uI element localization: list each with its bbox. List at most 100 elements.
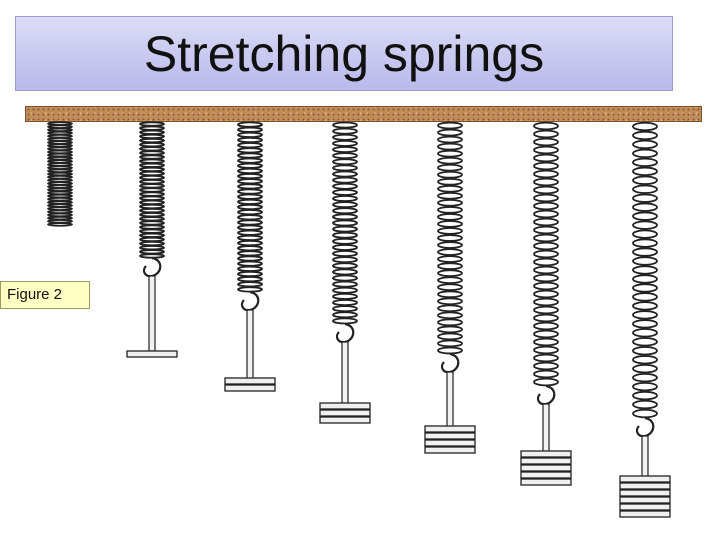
weight-disc bbox=[126, 350, 178, 358]
spring-coil bbox=[47, 130, 73, 136]
spring-coil bbox=[237, 188, 263, 195]
spring-coil bbox=[237, 239, 263, 247]
spring-coil bbox=[437, 220, 463, 228]
spring-coil bbox=[139, 220, 165, 226]
spring-coil bbox=[437, 290, 463, 299]
spring-coil bbox=[237, 250, 263, 257]
spring-coil bbox=[437, 276, 463, 285]
spring-coil bbox=[533, 345, 559, 355]
spring-coil bbox=[139, 216, 165, 222]
spring-coil bbox=[332, 311, 358, 319]
spring-coil bbox=[237, 281, 263, 288]
spring-coil bbox=[632, 256, 658, 266]
spring-coil bbox=[437, 304, 463, 313]
weight-disc bbox=[224, 377, 276, 385]
spring-coil bbox=[332, 201, 358, 209]
weight-disc bbox=[619, 475, 671, 483]
spring-coil bbox=[237, 157, 263, 164]
spring-coil bbox=[237, 203, 263, 211]
spring-coil bbox=[533, 321, 559, 331]
weight-disc bbox=[619, 489, 671, 497]
spring-coil bbox=[139, 224, 165, 230]
weight-disc bbox=[619, 510, 671, 518]
spring-coil bbox=[237, 193, 263, 200]
spring-coil bbox=[437, 135, 463, 144]
spring-coil bbox=[237, 255, 263, 262]
spring-coil bbox=[139, 179, 165, 185]
spring-coil bbox=[237, 183, 263, 190]
spring-coil bbox=[533, 177, 559, 187]
spring-coil bbox=[332, 152, 358, 160]
spring-1 bbox=[47, 121, 73, 227]
weight-disc bbox=[319, 402, 371, 410]
spring-coil bbox=[139, 137, 165, 144]
spring-coil bbox=[139, 249, 165, 255]
spring-coil bbox=[533, 121, 559, 131]
spring-coil bbox=[139, 129, 165, 135]
spring-5 bbox=[424, 121, 476, 454]
spring-coil bbox=[533, 193, 559, 203]
spring-coil bbox=[47, 171, 73, 177]
spring-coil bbox=[332, 280, 358, 288]
spring-coil bbox=[332, 195, 358, 202]
spring-coil bbox=[437, 311, 463, 320]
spring-coil bbox=[632, 157, 658, 168]
spring-coil bbox=[632, 399, 658, 410]
spring-coil bbox=[533, 185, 559, 195]
spring-coil bbox=[47, 222, 73, 227]
spring-coil bbox=[332, 250, 358, 258]
spring-coil bbox=[47, 165, 73, 170]
spring-coil bbox=[47, 121, 73, 126]
weight-disc bbox=[619, 496, 671, 504]
spring-coil bbox=[139, 253, 165, 259]
spring-coil bbox=[237, 198, 263, 205]
figure-label: Figure 2 bbox=[0, 281, 90, 309]
weight-rod bbox=[246, 309, 254, 386]
spring-coil bbox=[237, 265, 263, 272]
weight-disc bbox=[424, 432, 476, 440]
spring-coil bbox=[332, 231, 358, 239]
weight-disc bbox=[619, 503, 671, 511]
spring-coil bbox=[632, 130, 658, 141]
spring-coil bbox=[533, 353, 559, 363]
support-beam bbox=[25, 106, 702, 122]
spring-coil bbox=[632, 363, 658, 374]
spring-coil bbox=[237, 209, 263, 216]
spring-coil bbox=[533, 169, 559, 179]
spring-coil bbox=[632, 355, 658, 365]
weight-disc bbox=[520, 457, 572, 465]
spring-coil bbox=[632, 274, 658, 284]
weight-disc bbox=[619, 482, 671, 490]
spring-coil bbox=[332, 121, 358, 129]
spring-coil bbox=[237, 167, 263, 175]
spring-coil bbox=[47, 215, 73, 221]
spring-coil bbox=[139, 162, 165, 168]
spring-coil bbox=[332, 188, 358, 196]
weight-hook bbox=[240, 290, 260, 312]
spring-coil bbox=[437, 156, 463, 165]
spring-coil bbox=[237, 173, 263, 180]
spring-coil bbox=[237, 121, 263, 128]
spring-coil bbox=[332, 219, 358, 227]
spring-coil bbox=[47, 181, 73, 186]
weight-disc bbox=[319, 409, 371, 417]
spring-coil bbox=[437, 142, 463, 151]
spring-coil bbox=[47, 212, 73, 218]
spring-coil bbox=[332, 268, 358, 276]
spring-coil bbox=[139, 183, 165, 189]
spring-coil bbox=[139, 150, 165, 156]
spring-coil bbox=[47, 137, 73, 142]
spring-coil bbox=[139, 232, 165, 238]
weight-hook bbox=[440, 352, 460, 374]
spring-coil bbox=[47, 200, 73, 205]
spring-coil bbox=[437, 213, 463, 221]
spring-coil bbox=[437, 255, 463, 263]
spring-coil bbox=[437, 163, 463, 172]
spring-coil bbox=[47, 193, 73, 199]
spring-coil bbox=[533, 201, 559, 211]
weight-hook bbox=[536, 384, 556, 406]
spring-coil bbox=[47, 146, 73, 152]
spring-coil bbox=[237, 260, 263, 267]
spring-coil bbox=[632, 301, 658, 311]
spring-coil bbox=[632, 337, 658, 347]
